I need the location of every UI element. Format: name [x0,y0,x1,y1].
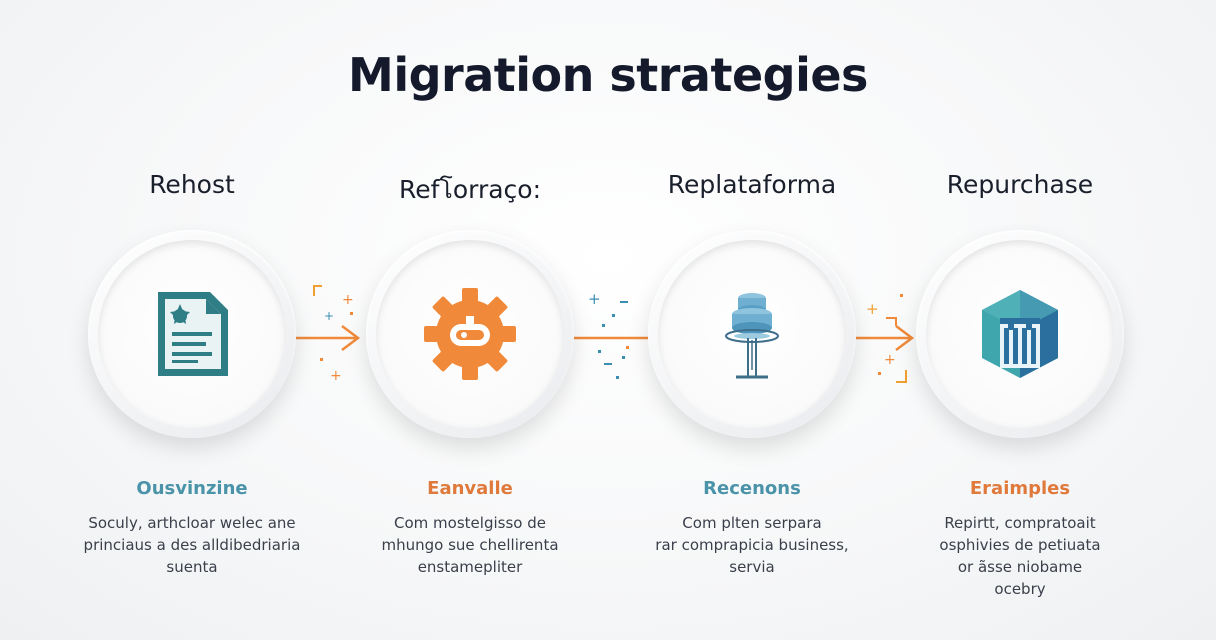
step-circle [88,230,296,438]
svg-text:+: + [330,368,342,384]
step-description: Repirtt, compratoait osphivies de petiua… [939,514,1101,598]
document-icon [158,292,228,376]
step-rehost: Rehost Ousvinzine Soculy, arthcloar wele… [52,0,332,640]
step-subtitle: Ousvinzine [136,478,248,499]
step-title: Refโorraço: [398,175,542,204]
step-refactor: Refโorraço: Ean [330,0,610,640]
step-title: Rehost [149,170,235,199]
step-subtitle: Eraimples [969,478,1071,499]
arrow-connector-1: + + + [294,285,361,384]
page-title: Migration strategies [348,48,868,102]
step-title: Repurchase [946,170,1094,199]
step-circle [648,230,856,438]
step-description: Com plten serpara rar comprapicia busine… [655,514,849,576]
svg-text:+: + [588,290,601,308]
step-subtitle: Recenons [703,478,801,499]
step-description: Com mostelgisso de mhungo sue chellirent… [381,514,559,576]
building-hexagon-icon [982,290,1058,378]
step-description: Soculy, arthcloar welec ane princiaus a … [83,514,301,576]
step-subtitle: Eanvalle [427,478,513,499]
gear-icon [424,288,516,380]
svg-text:+: + [324,309,334,323]
step-repurchase: Repurchase Eraimples Repirtt, compratoai… [880,0,1160,640]
dashed-connector-2: + [570,290,652,379]
step-circle [916,230,1124,438]
svg-text:+: + [342,292,354,308]
svg-text:+: + [866,300,879,318]
step-title: Replataforma [667,170,837,199]
step-circle [366,230,574,438]
arrow-connector-3: + + [848,294,915,383]
step-replatform: Replataforma Recenons Com plten serpara … [612,0,892,640]
database-stack-icon [725,293,779,379]
svg-text:+: + [884,352,896,368]
